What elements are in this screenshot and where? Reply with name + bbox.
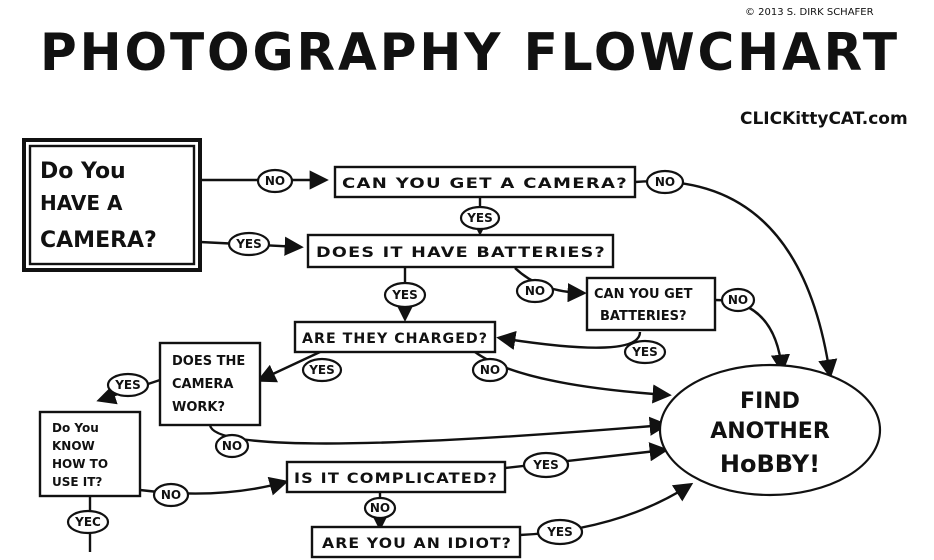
edge-label-comp-yes-text: YES — [532, 458, 559, 472]
node-hobby: FIND ANOTHER HoBBY! — [658, 363, 882, 497]
node-camera-work-line2: CAMERA — [172, 377, 234, 392]
node-get-batteries-line2: BATTERIES? — [600, 309, 687, 324]
edge-label-work-yes-text: YES — [114, 378, 141, 392]
node-camera-work-line1: DOES THE — [172, 354, 245, 369]
edge-label-idiot-yes: YES — [536, 518, 584, 546]
flowchart-title: PHOTOGRAPHY FLOWCHART — [40, 23, 900, 83]
edge-label-comp-no-text: NO — [370, 501, 390, 515]
node-batteries-text: DOES IT HAVE BATTERIES? — [316, 245, 606, 261]
node-hobby-line2: ANOTHER — [710, 419, 830, 444]
copyright-text: © 2013 S. DIRK SCHAFER — [745, 7, 874, 18]
edge-label-have-yes-text: YES — [235, 237, 262, 251]
node-complicated: IS IT COMPLICATED? — [285, 460, 507, 494]
edge-labels: NO YES NO YES YES NO NO YES YES NO YES N… — [66, 168, 756, 546]
edge-label-getcam-no: NO — [645, 169, 685, 195]
node-charged-text: ARE THEY CHARGED? — [302, 331, 488, 347]
edge-label-charged-yes: YES — [301, 357, 343, 383]
edge-label-getbatt-yes-text: YES — [631, 345, 658, 359]
edge-label-comp-no: NO — [363, 496, 397, 520]
edge-label-have-yes: YES — [227, 231, 271, 257]
node-idiot: ARE YOU AN IDIOT? — [310, 525, 522, 559]
node-have-camera-line1: Do You — [40, 159, 126, 184]
node-camera-work: DOES THE CAMERA WORK? — [158, 341, 262, 427]
edge-label-getcam-yes-text: YES — [466, 211, 493, 225]
edge-label-work-no: NO — [214, 433, 250, 459]
edge-label-comp-yes: YES — [522, 451, 570, 479]
node-camera-work-line3: WORK? — [172, 400, 225, 415]
node-get-batteries: CAN YOU GET BATTERIES? — [585, 276, 717, 332]
edge-label-batt-yes-text: YES — [391, 288, 418, 302]
edge-label-getcam-no-text: NO — [655, 175, 675, 189]
edge-label-know-no: NO — [152, 482, 190, 508]
node-hobby-line3: HoBBY! — [720, 450, 820, 478]
node-know-how: Do You KNOW HOW TO USE IT? — [38, 410, 142, 498]
edge-label-idiot-yes-text: YES — [546, 525, 573, 539]
node-batteries: DOES IT HAVE BATTERIES? — [306, 233, 615, 269]
edge-label-getcam-yes: YES — [459, 205, 501, 231]
node-charged: ARE THEY CHARGED? — [293, 320, 497, 354]
brand-text: CLICKittyCAT.com — [740, 109, 908, 129]
edge-label-charged-yes-text: YES — [308, 363, 335, 377]
edge-label-have-no-text: NO — [265, 174, 285, 188]
edge-label-batt-no-text: NO — [525, 284, 545, 298]
node-know-how-line2: KNOW — [52, 439, 95, 453]
node-have-camera-line2: HAVE A — [40, 191, 123, 215]
node-complicated-text: IS IT COMPLICATED? — [294, 471, 498, 487]
edge-label-batt-no: NO — [515, 278, 555, 304]
edge-label-work-yes: YES — [106, 372, 150, 398]
edge-label-getbatt-no-text: NO — [728, 293, 748, 307]
node-have-camera-line3: CAMERA? — [40, 228, 157, 253]
node-know-how-line4: USE IT? — [52, 475, 102, 489]
edge-label-charged-no-text: NO — [480, 363, 500, 377]
node-know-how-line1: Do You — [52, 421, 99, 435]
edge-label-know-yes: YEC — [66, 509, 110, 535]
edge-label-getbatt-yes: YES — [623, 339, 667, 365]
edge-label-getbatt-no: NO — [720, 287, 756, 313]
edge-label-work-no-text: NO — [222, 439, 242, 453]
edge-label-know-no-text: NO — [161, 488, 181, 502]
node-get-camera-text: CAN YOU GET A CAMERA? — [342, 176, 628, 192]
node-know-how-line3: HOW TO — [52, 457, 108, 471]
node-get-batteries-line1: CAN YOU GET — [594, 287, 693, 302]
edge-label-charged-no: NO — [471, 357, 509, 383]
edge-label-batt-yes: YES — [383, 281, 427, 309]
node-hobby-line1: FIND — [740, 389, 800, 414]
edge-label-have-no: NO — [256, 168, 294, 194]
node-idiot-text: ARE YOU AN IDIOT? — [322, 536, 512, 552]
node-have-camera: Do You HAVE A CAMERA? — [22, 138, 202, 272]
edge-label-know-yes-text: YEC — [74, 515, 101, 529]
node-get-camera: CAN YOU GET A CAMERA? — [333, 165, 637, 199]
